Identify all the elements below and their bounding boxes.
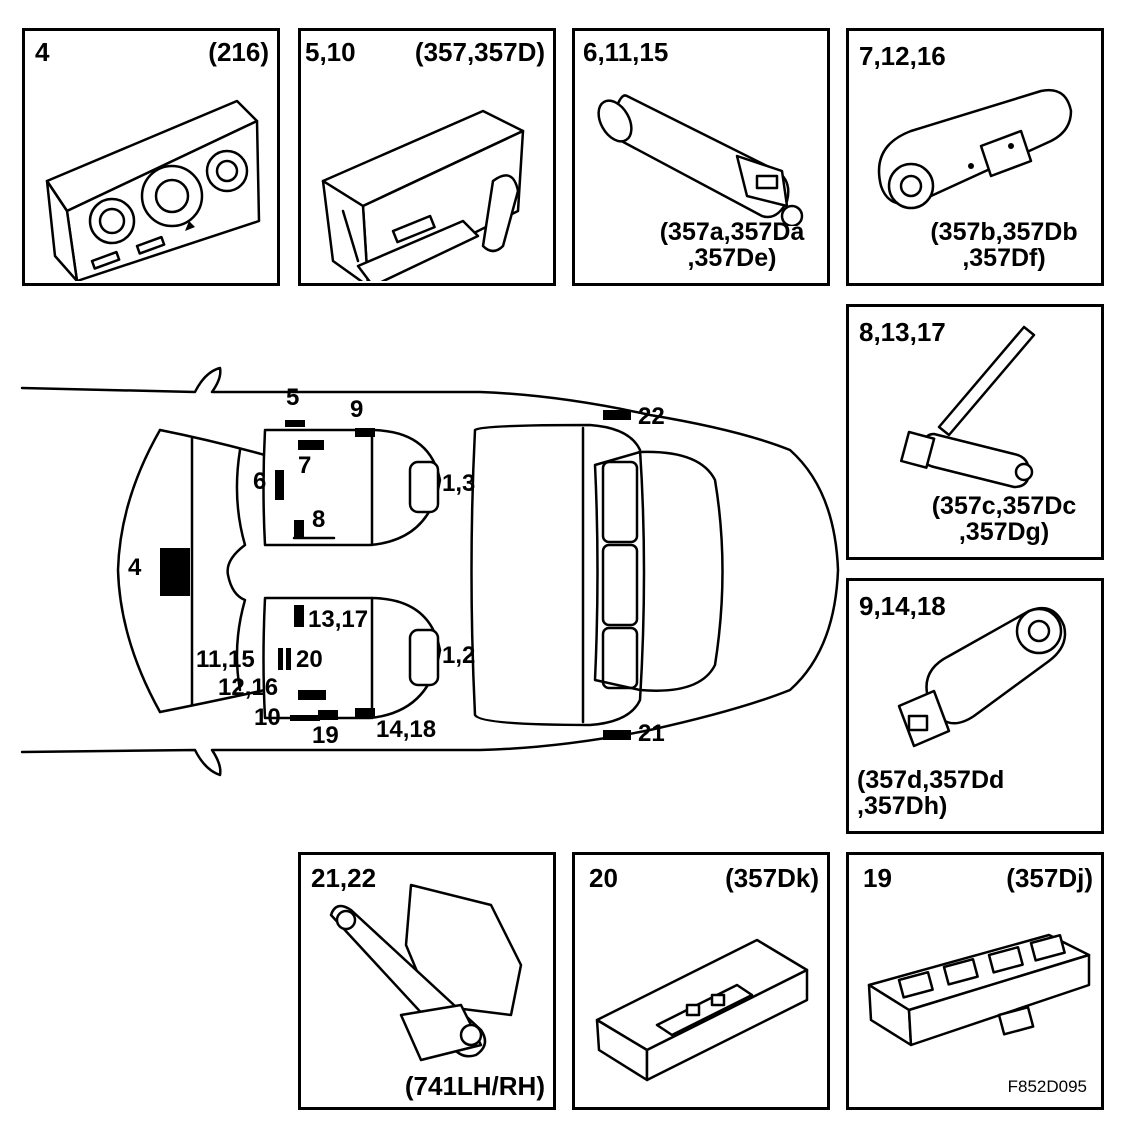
panel-control-module: 20 (357Dk) — [572, 852, 830, 1110]
panel-code-line: ,357Dg) — [958, 518, 1050, 546]
control-module-icon — [595, 938, 809, 1082]
panel-code: (357b,357Db ,357Df) — [909, 219, 1099, 271]
panel-seat-motor-gear: 7,12,16 (357b,357Db ,357Df) — [846, 28, 1104, 286]
panel-code: (357Dj) — [1006, 863, 1093, 893]
callout-12-16: 12,16 — [218, 674, 279, 701]
callout-9: 9 — [350, 396, 364, 423]
panel-code-line: ,357Dh) — [857, 792, 948, 820]
panel-refs: 20 — [589, 863, 618, 893]
panel-code: (357Dk) — [725, 863, 819, 893]
callout-8: 8 — [312, 506, 326, 533]
callout-7: 7 — [298, 452, 312, 479]
panel-code-line: ,357Df) — [962, 244, 1046, 272]
figure-id: F852D095 — [1007, 1077, 1087, 1096]
panel-code: (357c,357Dc ,357Dg) — [909, 493, 1099, 545]
panel-code-line: (357a,357Da — [659, 218, 805, 246]
panel-code-line: (357b,357Db — [930, 218, 1078, 246]
panel-code-line: ,357De) — [687, 244, 777, 272]
callout-1-3: 1,3 — [442, 470, 476, 497]
panel-code-line: (357c,357Dc — [931, 492, 1077, 520]
panel-refs: 8,13,17 — [859, 317, 946, 347]
callout-19: 19 — [312, 722, 339, 749]
climate-control-panel-icon — [45, 99, 261, 281]
memory-switch-icon — [867, 933, 1091, 1047]
seat-switch-module-icon — [321, 109, 525, 281]
panel-refs: 4 — [35, 37, 50, 67]
callout-1-2: 1,2 — [442, 642, 476, 669]
panel-code-line: (357d,357Dd — [857, 766, 1005, 794]
callout-11-15: 11,15 — [196, 646, 255, 673]
panel-refs: 19 — [863, 863, 892, 893]
panel-seat-motor-rod: 8,13,17 (357c,357Dc ,357Dg) — [846, 304, 1104, 560]
panel-seat-motor: 6,11,15 (357a,357Da ,357De) — [572, 28, 830, 286]
callout-20: 20 — [296, 646, 323, 673]
callout-10: 10 — [254, 704, 281, 731]
callout-21: 21 — [638, 720, 665, 747]
panel-memory-switch: 19 (357Dj) F852D095 — [846, 852, 1104, 1110]
panel-refs: 5,10 — [305, 37, 356, 67]
panel-climate-control: 4 (216) — [22, 28, 280, 286]
seat-motor-gear-icon — [877, 88, 1073, 210]
panel-refs: 6,11,15 — [583, 37, 669, 67]
panel-code: (741LH/RH) — [404, 1071, 545, 1101]
panel-code: (357,357D) — [414, 37, 545, 67]
panel-refs: 21,22 — [311, 863, 377, 893]
rear-seat-latch-icon — [329, 883, 523, 1062]
panel-code: (357a,357Da ,357De) — [637, 219, 827, 271]
panel-seat-switch: 5,10 (357,357D) — [298, 28, 556, 286]
panel-refs: 7,12,16 — [859, 41, 946, 71]
callout-6: 6 — [253, 468, 267, 495]
panel-refs: 9,14,18 — [859, 591, 946, 621]
panel-rear-seat-latch: 21,22 (741LH/RH) — [298, 852, 556, 1110]
seat-motor-rod-icon — [899, 325, 1036, 489]
callout-22: 22 — [638, 403, 665, 430]
callout-14-18: 14,18 — [376, 716, 437, 743]
callout-4: 4 — [128, 554, 142, 581]
panel-seat-motor-angled: 9,14,18 (357d,357Dd ,357Dh) — [846, 578, 1104, 834]
callout-5: 5 — [286, 384, 300, 411]
seat-motor-icon — [597, 94, 804, 226]
seat-motor-angled-icon — [897, 606, 1067, 748]
panel-code: (357d,357Dd ,357Dh) — [857, 767, 1004, 819]
callout-13-17: 13,17 — [308, 606, 369, 633]
car-outline — [20, 366, 840, 777]
panel-code: (216) — [208, 37, 269, 67]
